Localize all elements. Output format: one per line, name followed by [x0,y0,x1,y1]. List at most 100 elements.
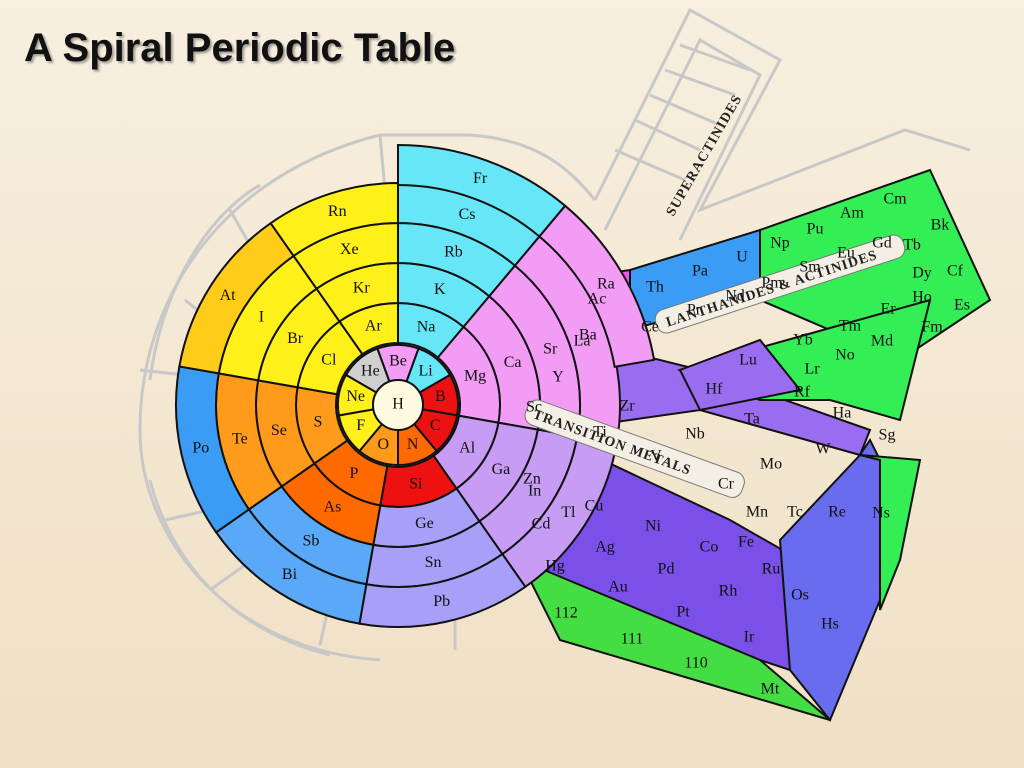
element-symbol: Al [459,440,476,457]
element-symbol: Xe [340,241,359,258]
element-symbol: Co [700,539,719,556]
element-symbol: P [349,465,358,482]
element-symbol: Sg [879,427,896,444]
element-symbol: Ir [744,629,755,646]
element-symbol: Pd [658,561,675,578]
element-symbol: Hg [545,558,565,575]
element-symbol: Fe [738,534,754,551]
element-symbol: 111 [621,631,644,648]
element-symbol: As [324,499,342,516]
element-symbol: Be [389,353,407,370]
element-symbol: I [259,309,264,326]
element-labels: NaMgAlSiPSClArKCaGaGeAsSeBrKrRbSrInSnSbT… [192,170,970,698]
element-symbol: Cr [718,476,735,493]
element-symbol: Sn [425,554,442,571]
element-symbol: Tb [903,237,921,254]
element-symbol: Ha [833,405,852,422]
element-symbol: Te [232,431,248,448]
element-symbol: In [528,483,541,500]
element-symbol: Rf [794,384,811,401]
element-symbol: Nd [725,288,745,305]
element-symbol: Ti [593,424,607,441]
element-symbol: Fm [921,319,943,336]
element-symbol: Dy [912,265,932,282]
element-symbol: Se [271,422,287,439]
element-symbol: No [835,347,855,364]
element-symbol: Hf [706,381,724,398]
element-symbol: N [407,436,419,453]
element-symbol: Ns [872,505,890,522]
element-symbol: Pr [687,302,702,319]
element-symbol: U [736,249,748,266]
element-symbol: Ga [492,461,511,478]
element-symbol: Zn [523,471,541,488]
element-symbol: Ce [641,319,659,336]
element-symbol: Sb [303,532,320,549]
element-symbol: Cd [532,516,551,533]
element-symbol: Ta [744,411,760,428]
element-symbol: S [313,413,322,430]
element-symbol: 112 [554,605,577,622]
element-symbol: Tc [787,504,803,521]
element-symbol: At [220,287,237,304]
element-symbol: O [378,436,390,453]
element-symbol: Bk [931,217,950,234]
element-symbol: Re [828,504,846,521]
element-symbol: Tl [561,504,576,521]
element-symbol: Cs [459,206,476,223]
center-hydrogen-cell [372,379,424,431]
element-symbol: Mo [760,456,782,473]
element-symbol: Fr [473,170,488,187]
element-symbol: Md [871,333,893,350]
element-symbol: Th [646,279,664,296]
element-symbol: Kr [353,279,371,296]
element-symbol: Os [791,587,809,604]
element-symbol: Ni [645,518,662,535]
element-symbol: He [361,363,380,380]
element-symbol: Po [192,439,209,456]
element-symbol: Si [409,476,423,493]
element-symbol: Yb [793,332,813,349]
element-symbol: Zr [619,398,635,415]
lanthanide-actinide-block [558,168,992,422]
element-symbol: Rh [719,583,738,600]
element-symbol: K [434,281,446,298]
element-symbol: Es [954,297,970,314]
element-symbol: Sr [543,340,558,357]
element-symbol: Ca [504,354,522,371]
element-symbol: Ho [912,289,932,306]
element-symbol: Pa [692,263,708,280]
element-symbol: Bi [282,566,298,583]
spiral-core [175,143,656,628]
element-symbol: Rn [328,203,347,220]
element-symbol: Mn [746,504,768,521]
element-symbol: Tm [839,318,862,335]
la-lu [678,338,802,412]
lanthanides-band [654,234,906,334]
element-symbol: Np [770,235,790,252]
element-symbol: Gd [872,235,892,252]
element-symbol: Eu [837,245,855,262]
element-symbol: Ar [365,317,383,334]
element-symbol: Mg [464,368,486,385]
element-symbol: Er [880,301,896,318]
element-symbol: Pt [676,604,690,621]
element-symbol: Cm [883,191,907,208]
tm-right-face [778,438,881,722]
element-symbol: Na [417,319,436,336]
page-title: A Spiral Periodic Table [24,26,456,70]
element-symbol: Lu [739,352,757,369]
element-symbol: Cl [321,352,337,369]
element-symbol: Ra [597,276,615,293]
element-symbol: La [574,333,591,350]
ring6-cell [538,204,656,368]
element-symbol: Lr [804,361,820,378]
element-symbol: Pb [433,593,450,610]
ring5-cell [269,181,399,258]
element-symbol: Ag [595,539,615,556]
element-symbol: Br [287,330,304,347]
element-symbol: Nb [685,426,705,443]
element-symbol: V [650,448,662,465]
element-symbol: F [356,417,365,434]
element-symbol: H [392,396,404,413]
